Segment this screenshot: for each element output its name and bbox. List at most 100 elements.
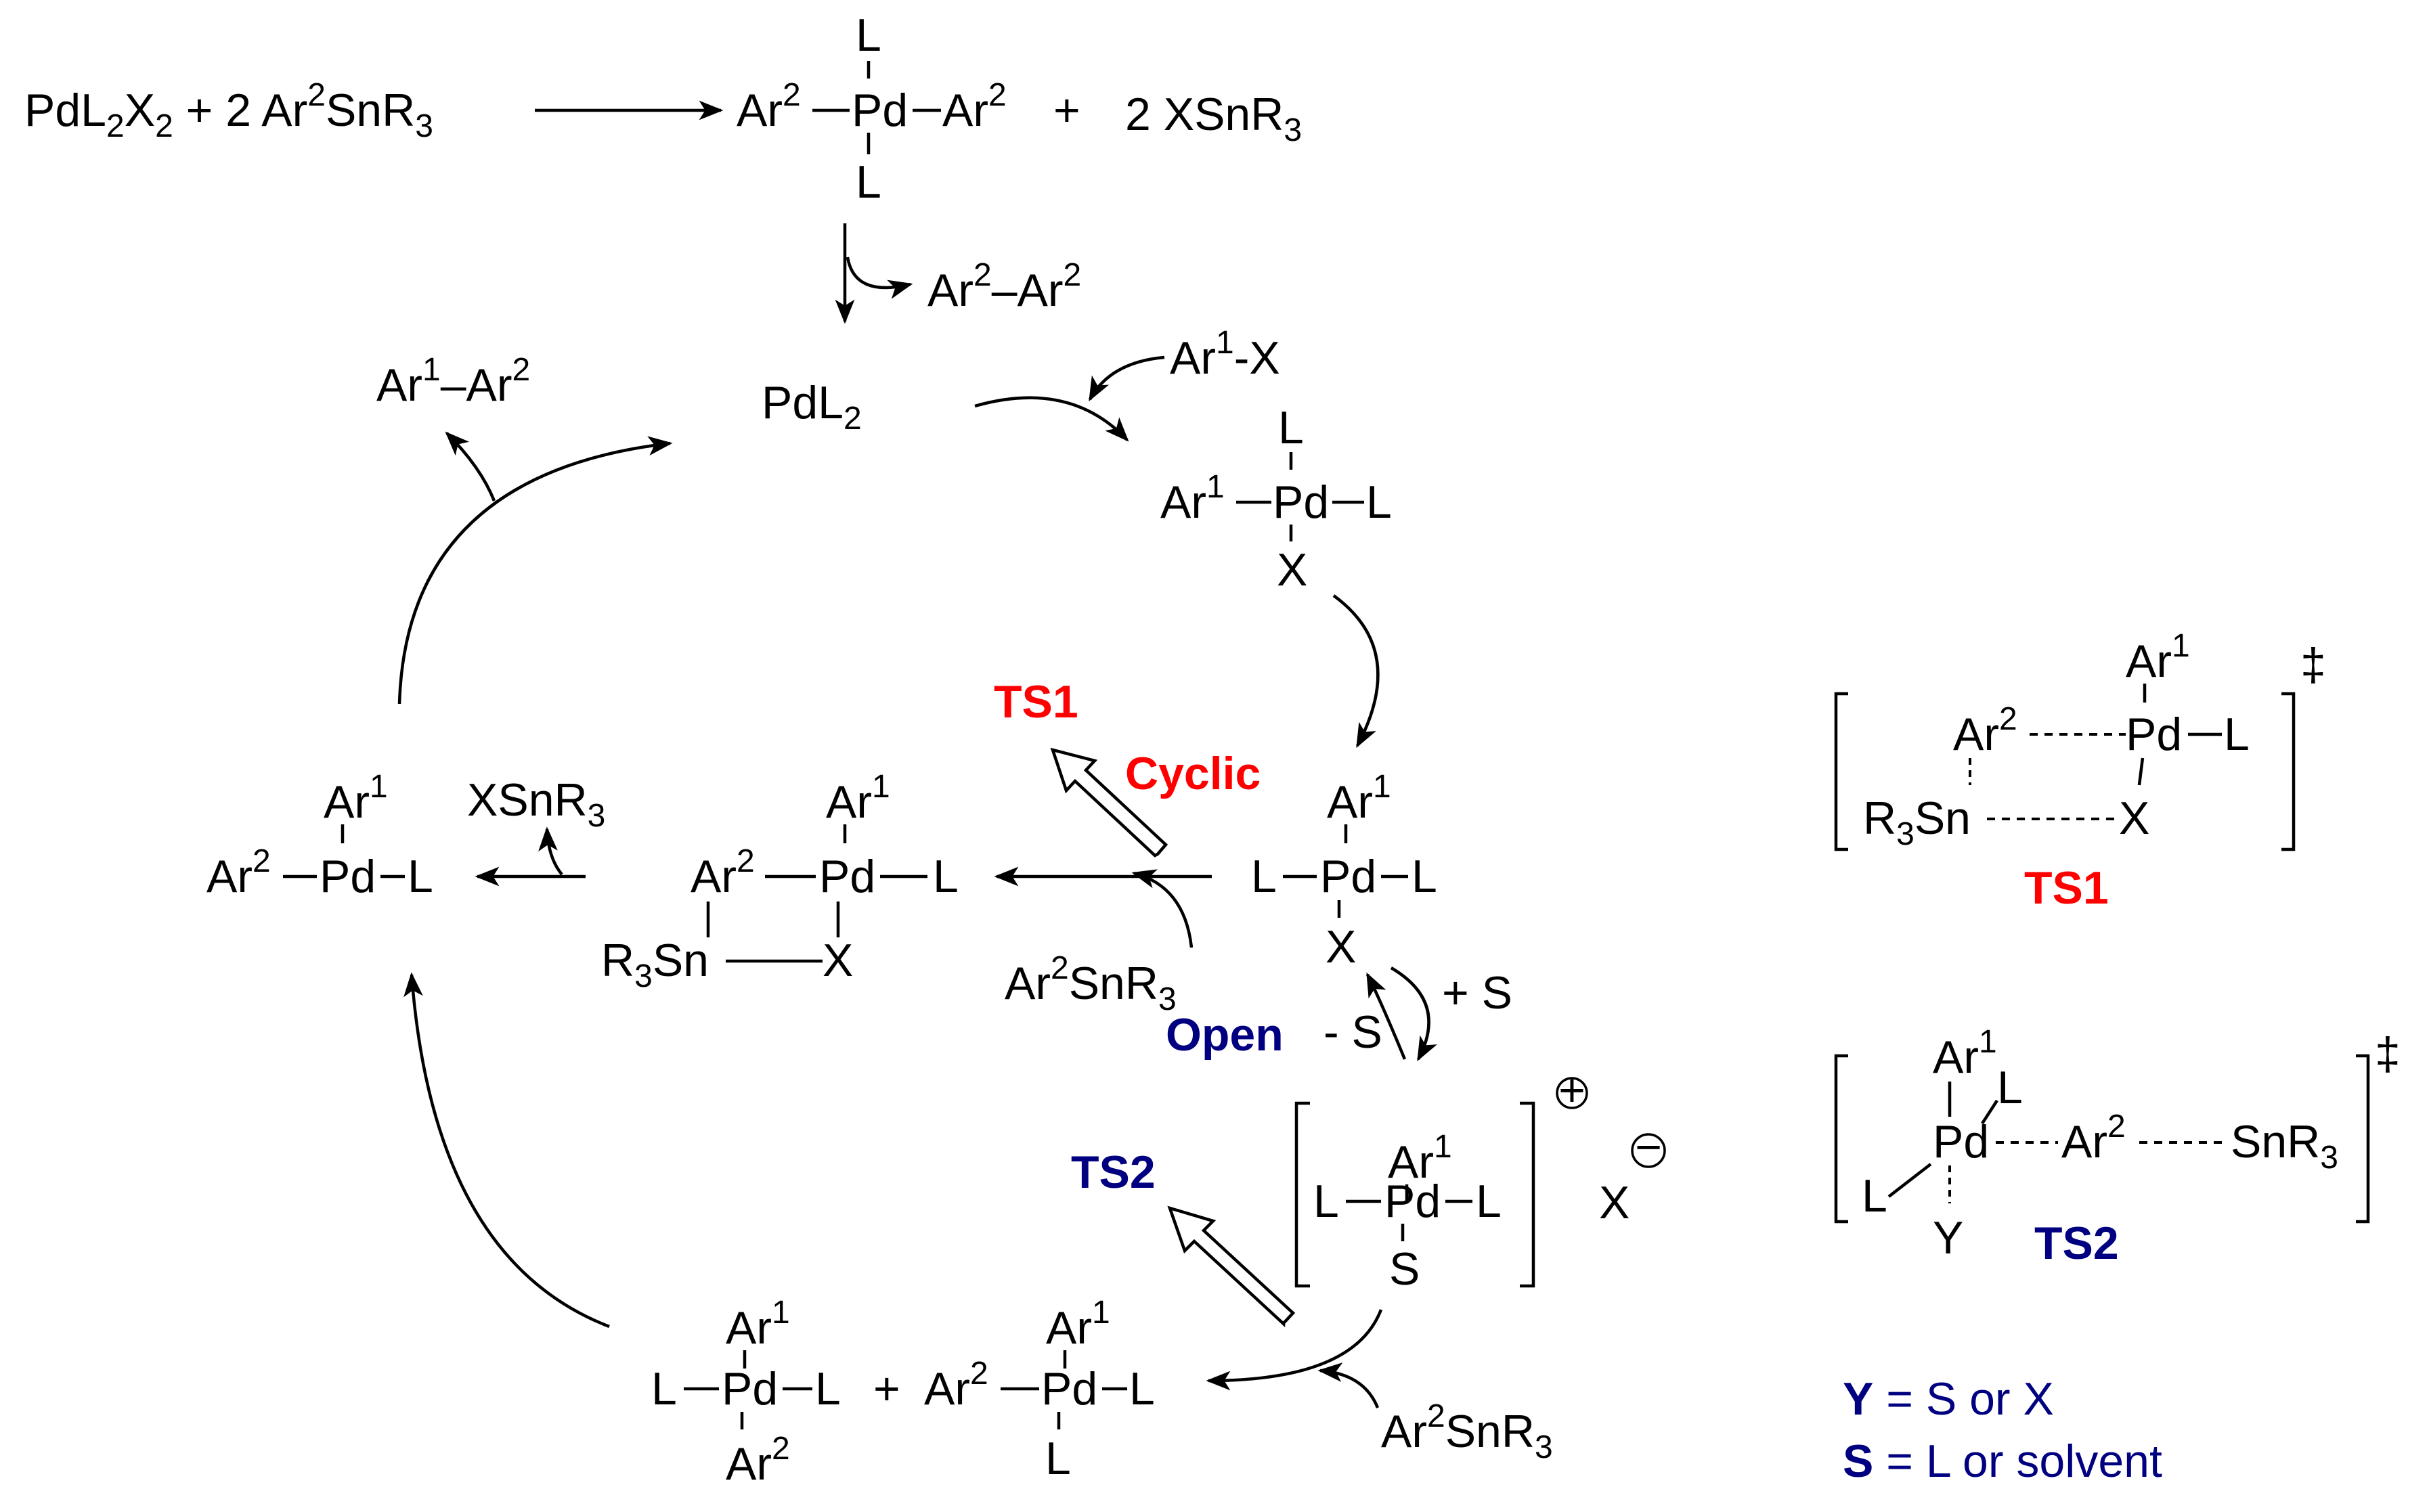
isomerization-arc <box>403 972 610 1329</box>
svg-text:X: X <box>2119 793 2149 844</box>
svg-text:L: L <box>1997 1062 2023 1113</box>
bottom-complex-cis: Ar1 Ar2 Pd L L <box>924 1295 1155 1484</box>
svg-text:Pd: Pd <box>819 851 875 902</box>
ts2-structure: ‡ Ar1 L Pd Ar2 SnR3 L Y TS2 <box>1834 1024 2401 1269</box>
svg-text:Ar1: Ar1 <box>324 769 388 828</box>
stannane-incoming-arrow-cyclic <box>1131 869 1194 948</box>
plus-solvent: + S <box>1442 967 1512 1019</box>
svg-text:L: L <box>1366 476 1392 528</box>
svg-text:Pd: Pd <box>320 851 376 902</box>
cationic-complex: Ar1 L Pd L S + X − <box>1294 1065 1666 1295</box>
oxidative-addition-complex: Ar1 Pd L L X <box>1160 402 1392 596</box>
precatalyst-reaction: PdL2X2 + 2 Ar2SnR3 Ar2 Pd Ar2 L L + 2 XS… <box>24 9 1302 208</box>
svg-text:Pd: Pd <box>1320 851 1376 902</box>
plus-sign: + <box>1053 85 1080 136</box>
svg-text:Y: Y <box>1933 1212 1963 1264</box>
trans-complex: Ar1 L Pd L X <box>1251 769 1437 973</box>
ts1-hollow-arrow <box>1050 747 1168 858</box>
svg-text:L: L <box>1251 851 1277 902</box>
svg-text:Pd: Pd <box>2126 709 2182 760</box>
svg-text:‡: ‡ <box>2300 639 2326 690</box>
ts2-caption: TS2 <box>2034 1218 2119 1269</box>
svg-text:Ar2: Ar2 <box>737 77 801 136</box>
svg-text:L: L <box>1129 1363 1155 1415</box>
open-label: Open <box>1166 1009 1284 1061</box>
svg-text:Pd: Pd <box>1041 1363 1097 1415</box>
product-release-arrow <box>445 431 496 502</box>
organostannane-open: Ar2SnR3 <box>1381 1398 1553 1465</box>
reductive-elimination-arc <box>397 436 673 705</box>
svg-text:L: L <box>2224 709 2250 760</box>
svg-text:Ar2: Ar2 <box>924 1356 988 1415</box>
legend-y: Y = S or X <box>1843 1373 2054 1425</box>
svg-text:Pd: Pd <box>852 85 908 136</box>
svg-text:Ar2: Ar2 <box>942 77 1007 136</box>
diaryl-palladium-left: Ar1 Ar2 Pd L <box>206 769 433 902</box>
svg-text:L: L <box>1862 1170 1887 1222</box>
aryl-halide-incoming-arrow <box>1089 355 1165 402</box>
svg-text:X: X <box>1599 1177 1629 1228</box>
open-transmetalation-arrow <box>1206 1309 1383 1391</box>
svg-text:L: L <box>651 1363 677 1415</box>
pdl2-catalyst: PdL2 <box>762 377 862 437</box>
svg-text:L: L <box>408 851 433 902</box>
svg-text:L: L <box>1278 402 1304 453</box>
ts1-structure: ‡ Ar1 Ar2 Pd L R3Sn X TS1 <box>1834 628 2326 914</box>
svg-text:Ar1: Ar1 <box>1933 1024 1997 1083</box>
svg-text:SnR3: SnR3 <box>2231 1116 2338 1176</box>
svg-text:Ar1: Ar1 <box>726 1295 790 1354</box>
svg-text:+: + <box>1558 1065 1585 1116</box>
svg-text:L: L <box>856 9 881 61</box>
svg-text:Ar2: Ar2 <box>726 1431 790 1490</box>
svg-text:Ar1: Ar1 <box>2126 628 2190 687</box>
svg-text:L: L <box>815 1363 841 1415</box>
svg-text:Pd: Pd <box>1384 1176 1441 1227</box>
svg-text:−: − <box>1635 1121 1662 1173</box>
svg-text:X: X <box>1277 544 1307 596</box>
svg-text:Ar1: Ar1 <box>1388 1129 1452 1188</box>
bis-aryl-palladium: Ar2 Pd Ar2 L L <box>737 9 1007 208</box>
legend-s: S = L or solvent <box>1843 1436 2162 1487</box>
svg-text:L: L <box>933 851 959 902</box>
cyclic-label: Cyclic <box>1125 748 1261 799</box>
cyclic-intermediate: Ar1 Ar2 Pd L R3Sn X <box>601 769 959 994</box>
ts2-label: TS2 <box>1071 1147 1156 1198</box>
bottom-complex-trans: Ar1 L Pd L Ar2 <box>651 1295 841 1490</box>
svg-text:L: L <box>856 156 881 208</box>
ts1-caption: TS1 <box>2024 862 2109 914</box>
tin-halide-byproduct: 2 XSnR3 <box>1125 89 1302 148</box>
solvent-association-arrow <box>1390 966 1437 1062</box>
svg-text:L: L <box>1313 1176 1339 1227</box>
tin-halide-cycle: XSnR3 <box>467 774 605 834</box>
svg-text:S: S <box>1389 1243 1420 1295</box>
svg-text:X: X <box>823 935 853 986</box>
precatalyst-formula: PdL2X2 + 2 Ar2SnR3 <box>24 77 433 144</box>
oxidative-addition-arrow <box>974 396 1129 442</box>
aryl-halide-reagent: Ar1-X <box>1170 325 1280 384</box>
svg-text:Ar2: Ar2 <box>1953 701 2017 760</box>
svg-text:Ar2: Ar2 <box>206 843 271 902</box>
svg-text:Ar2: Ar2 <box>691 843 755 902</box>
ligand-arrangement-arrow <box>1332 594 1380 749</box>
svg-text:Ar1: Ar1 <box>1327 769 1391 828</box>
svg-text:‡: ‡ <box>2375 1028 2401 1080</box>
minus-solvent: - S <box>1323 1006 1382 1058</box>
svg-text:R3Sn: R3Sn <box>601 935 709 994</box>
svg-text:Ar2: Ar2 <box>2061 1109 2126 1168</box>
svg-text:Pd: Pd <box>1273 476 1329 528</box>
svg-text:L: L <box>1412 851 1437 902</box>
svg-text:L: L <box>1045 1433 1071 1484</box>
svg-text:Ar1: Ar1 <box>1046 1295 1110 1354</box>
svg-text:L: L <box>1476 1176 1502 1227</box>
ts2-hollow-arrow <box>1167 1205 1296 1328</box>
svg-text:Pd: Pd <box>1933 1116 1989 1168</box>
svg-text:Pd: Pd <box>722 1363 778 1415</box>
svg-text:Ar1: Ar1 <box>1160 469 1225 528</box>
svg-text:Ar1: Ar1 <box>826 769 890 828</box>
svg-text:R3Sn: R3Sn <box>1863 793 1971 852</box>
solvent-dissociation-arrow <box>1365 972 1407 1060</box>
ts1-label: TS1 <box>994 676 1078 728</box>
svg-text:X: X <box>1326 921 1356 973</box>
stannane-incoming-arrow-open <box>1317 1362 1380 1408</box>
